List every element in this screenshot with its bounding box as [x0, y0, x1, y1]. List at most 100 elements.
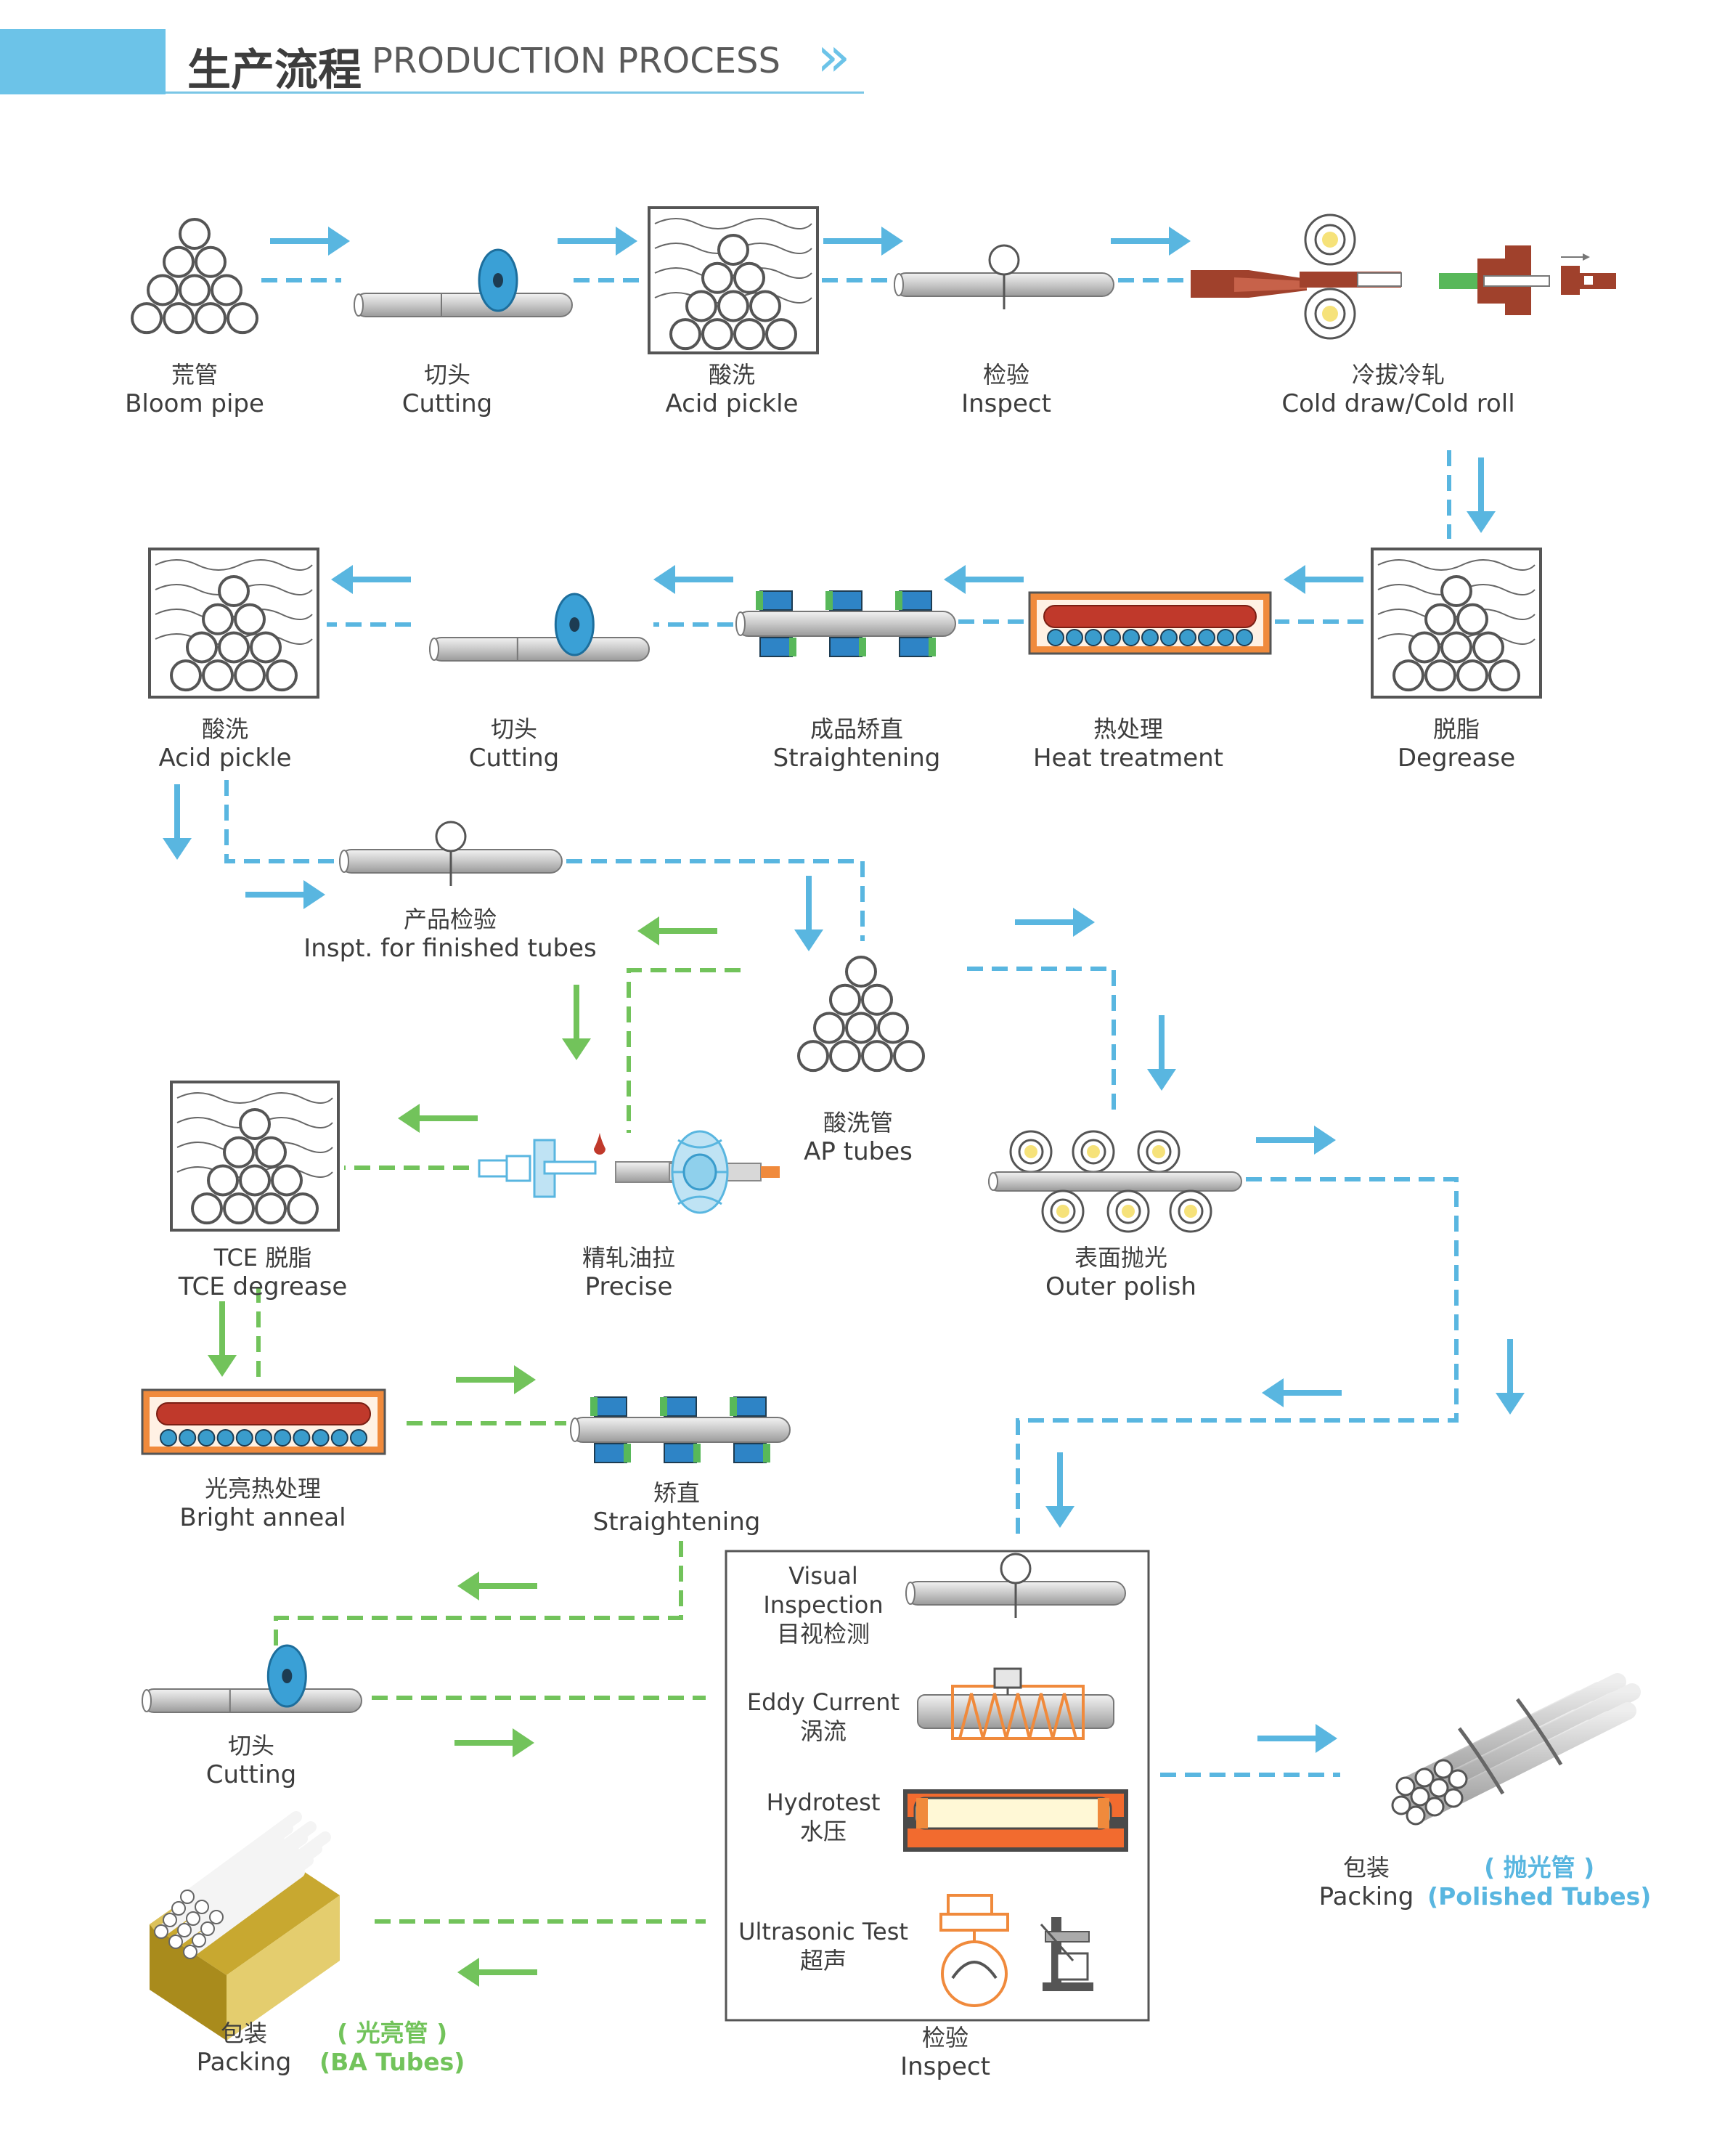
- flow-arrow: [1257, 1724, 1337, 1753]
- arrow-head: [303, 880, 325, 909]
- roll-top-cap: [825, 591, 833, 610]
- label-cn: 目视检测: [776, 1620, 870, 1648]
- arrow-shaft: [1111, 238, 1169, 244]
- tube-end: [255, 1192, 287, 1225]
- polished-tube-end: [1410, 1786, 1430, 1807]
- water-wave: [654, 218, 812, 229]
- arrow-shaft: [270, 238, 328, 244]
- tag-cn: ( 抛光管 ): [1484, 1853, 1595, 1882]
- straightening-icon: [735, 590, 956, 657]
- label-cn: 热处理: [1093, 715, 1163, 743]
- tube-end: [1424, 659, 1456, 692]
- tube-end: [733, 261, 765, 294]
- flow-arrow: [823, 227, 903, 256]
- roll-top: [759, 590, 793, 611]
- bundle-strap: [1515, 1698, 1563, 1766]
- label-cn: 切头: [227, 1732, 274, 1760]
- roller: [1160, 629, 1178, 646]
- label-en: Inspect: [900, 2052, 990, 2081]
- label-cn: 检验: [921, 2024, 969, 2051]
- label-cn: 超声: [799, 1947, 847, 1974]
- roller: [197, 1429, 216, 1447]
- roll-top: [829, 590, 862, 611]
- flow-arrow: [653, 565, 733, 594]
- hydrotest-icon: [903, 1789, 1128, 1852]
- label-cn: 冷拔冷轧: [1351, 361, 1445, 389]
- tube-end: [749, 290, 781, 322]
- tube-end: [227, 302, 258, 335]
- flow-arrow: [398, 1104, 478, 1133]
- tube-end: [195, 245, 227, 278]
- tag-cn: ( 光亮管 ): [337, 2019, 448, 2047]
- roller: [235, 1429, 253, 1447]
- tube-end: [147, 274, 179, 306]
- ba-tube-end: [163, 1913, 177, 1927]
- ba-tube-end: [200, 1921, 215, 1936]
- flow-arrow: [454, 1728, 534, 1757]
- label-cn: 荒管: [171, 361, 218, 389]
- roller: [1066, 629, 1083, 646]
- tube-end: [179, 218, 211, 250]
- ba-tube-end: [177, 1923, 192, 1937]
- roller: [1198, 629, 1215, 646]
- polished-tube-end: [1443, 1788, 1464, 1808]
- tube-end: [845, 1012, 877, 1044]
- flow-arrow: [1262, 1378, 1342, 1407]
- label-en: Visual: [788, 1562, 858, 1590]
- tube-end: [234, 659, 266, 692]
- flow-arrow: [562, 985, 591, 1060]
- arrow-shaft: [1257, 1736, 1316, 1741]
- tube-end: [829, 983, 861, 1016]
- tube-end: [202, 603, 234, 635]
- arrow-head: [616, 227, 637, 256]
- arrow-head: [794, 929, 823, 951]
- label-en: Bloom pipe: [125, 389, 264, 418]
- tube-end: [207, 1164, 239, 1197]
- roll-top-cap: [756, 591, 763, 610]
- ba-tube-end: [186, 1911, 200, 1926]
- arrow-head: [944, 565, 966, 594]
- ba-tube-end: [154, 1924, 168, 1939]
- tube-end: [202, 659, 234, 692]
- arrow-head: [457, 1958, 479, 1987]
- polished-tube-end: [1448, 1769, 1468, 1789]
- flow-line: [1016, 1177, 1459, 1534]
- arrow-shaft: [659, 928, 717, 934]
- ba-tubes-box-icon: [150, 1811, 340, 2041]
- tube-end: [191, 1192, 223, 1225]
- tce-degrease-icon: [170, 1081, 340, 1232]
- tube-end: [142, 1689, 152, 1712]
- arrow-shaft: [675, 577, 733, 582]
- cutting-icon: [142, 1644, 362, 1713]
- tube-end: [669, 318, 701, 351]
- arrow-head: [457, 1571, 479, 1600]
- tube-end: [239, 1108, 271, 1140]
- label-cn: 切头: [423, 361, 470, 389]
- flow-arrow: [331, 565, 411, 594]
- roller: [1047, 629, 1064, 646]
- roller: [1179, 629, 1196, 646]
- tube-end: [287, 1192, 319, 1225]
- arrow-head: [163, 838, 192, 860]
- ba-tube-end: [209, 1910, 224, 1924]
- inspect-icon: [894, 244, 1114, 309]
- arrow-head: [513, 1728, 534, 1757]
- arrow-shaft: [1305, 577, 1363, 582]
- roller: [179, 1429, 197, 1447]
- acid-pickle-icon: [648, 206, 819, 354]
- label-en: Inspection: [763, 1591, 884, 1619]
- label-cn: 表面抛光: [1074, 1244, 1168, 1272]
- flow-arrow: [944, 565, 1024, 594]
- roller: [350, 1429, 367, 1447]
- final-inspect-icon: [339, 821, 563, 886]
